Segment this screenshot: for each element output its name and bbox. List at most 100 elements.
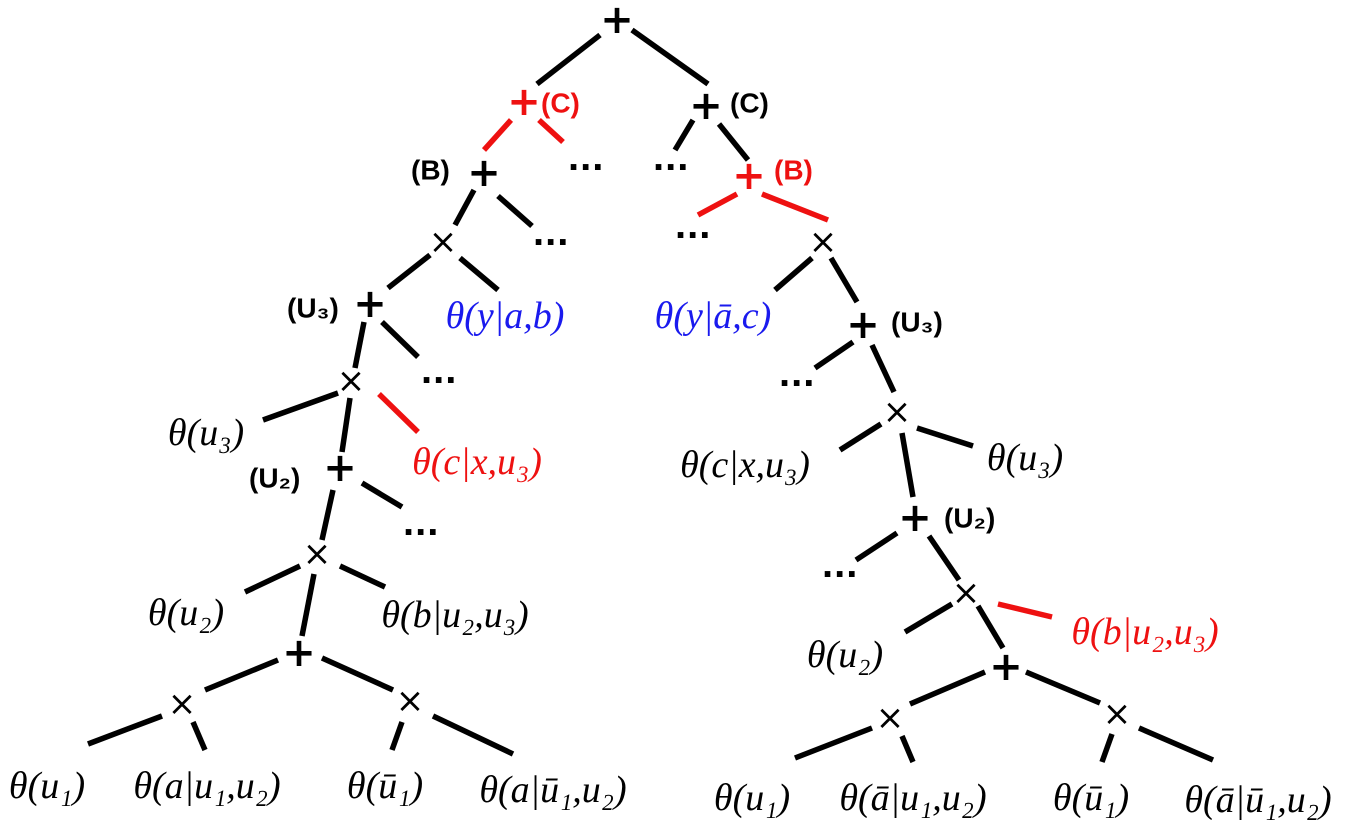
times-node: × (809, 222, 838, 262)
label-theta-a-given-u1-u2: θ(a|u₁,u₂) (133, 765, 280, 807)
edge (87, 713, 163, 747)
ellipsis: ... (822, 542, 858, 586)
circuit-edges (87, 27, 1215, 764)
label-theta-u3: θ(u₃) (168, 412, 244, 454)
label-theta-u1: θ(u₁) (9, 765, 85, 807)
tag-u2-left: (U₂) (249, 463, 300, 494)
plus-node-left-bottom: + (282, 630, 316, 676)
edge (338, 563, 387, 590)
edge-highlighted (537, 117, 565, 145)
edge (319, 489, 336, 541)
edge (496, 193, 534, 229)
ellipsis: ... (653, 135, 689, 179)
plus-node-left-b: + (467, 150, 501, 196)
tag-c-right: (C) (730, 88, 769, 119)
plus-node-right-bottom: + (989, 644, 1023, 690)
label-theta-c-given-x-u3: θ(c|x,u₃) (680, 444, 810, 486)
label-theta-u1bar: θ(ū₁) (347, 765, 423, 807)
edge (899, 432, 916, 498)
edge (903, 601, 954, 635)
edge (716, 122, 751, 162)
edge (1099, 733, 1115, 763)
edge (1137, 725, 1215, 763)
edge (452, 188, 477, 227)
edge (794, 725, 873, 761)
label-theta-abar-given-u1bar-u2: θ(ā|ū₁,u₂) (1184, 779, 1331, 821)
tag-c-left: (C) (541, 88, 580, 119)
times-node: × (883, 392, 912, 432)
edge (203, 657, 280, 693)
plus-node-right-u3: + (846, 302, 880, 348)
label-theta-u2: θ(u₂) (807, 634, 883, 676)
tag-b-left: (B) (411, 155, 450, 186)
edge (1024, 669, 1102, 706)
plus-node-right-b: + (732, 153, 766, 199)
ellipsis: ... (675, 203, 711, 247)
label-theta-a-given-u1bar-u2: θ(a|ū₁,u₂) (479, 769, 626, 811)
operator-nodes: + + + + + + + + + + + × × × × × × × × × … (168, 0, 1132, 738)
times-node: × (952, 573, 981, 613)
edge (926, 534, 962, 582)
edge (975, 604, 1006, 650)
edge (813, 339, 855, 371)
plus-node-right-u2: + (898, 495, 932, 541)
tag-u3-left: (U₃) (287, 293, 339, 324)
times-node: × (429, 222, 458, 262)
times-node: × (876, 698, 905, 738)
label-theta-abar-given-u1-u2: θ(ā|u₁,u₂) (839, 777, 986, 819)
tag-u2-right: (U₂) (944, 503, 995, 534)
plus-node-left-u2: + (323, 445, 357, 491)
edge-highlighted (377, 392, 420, 434)
label-theta-b-given-u2-u3: θ(b|u₂,u₃) (1071, 611, 1218, 653)
edge (773, 255, 814, 293)
label-theta-c-given-x-u3: θ(c|x,u₃) (412, 441, 542, 483)
times-node: × (168, 684, 197, 724)
edge (320, 655, 395, 693)
edge (899, 734, 916, 764)
tag-b-right: (B) (774, 155, 813, 186)
times-node: × (337, 361, 366, 401)
edge-highlighted (481, 118, 514, 152)
plus-node-root: + (600, 0, 634, 43)
label-theta-u3: θ(u₃) (987, 437, 1063, 479)
omitted-branches: ... ... ... ... ... ... ... ... (403, 135, 858, 586)
parameter-labels: θ(y|a,b) θ(y|ā,c) θ(u₃) θ(c|x,u₃) θ(c|x,… (9, 295, 1332, 821)
ellipsis: ... (779, 351, 815, 395)
edge (262, 390, 339, 423)
tag-u3-right: (U₃) (891, 307, 943, 338)
edge (360, 480, 404, 510)
plus-node-left-u3: + (353, 281, 387, 327)
label-theta-b-given-u2-u3: θ(b|u₂,u₃) (381, 594, 528, 636)
edge (389, 721, 405, 751)
times-node: × (303, 534, 332, 574)
edge (380, 320, 420, 359)
ellipsis: ... (533, 210, 569, 254)
ellipsis: ... (421, 348, 457, 392)
times-node: × (1103, 694, 1132, 734)
label-theta-y-given-a-b: θ(y|a,b) (446, 295, 565, 337)
label-theta-u2: θ(u₂) (148, 592, 224, 634)
label-theta-u1bar: θ(ū₁) (1053, 777, 1129, 819)
edge (458, 255, 500, 293)
edge (908, 669, 987, 707)
edge (916, 425, 974, 449)
label-theta-y-given-abar-c: θ(y|ā,c) (655, 295, 772, 337)
edge (854, 530, 899, 563)
edge (672, 118, 696, 152)
plus-node-left-c: + (507, 79, 541, 125)
edge (190, 720, 208, 752)
plus-node-right-c: + (689, 83, 723, 129)
times-node: × (396, 681, 425, 721)
label-theta-u1: θ(u₁) (714, 777, 790, 819)
edge (630, 27, 710, 87)
edge (869, 343, 897, 394)
edge (838, 421, 883, 453)
edge (386, 252, 432, 291)
edge (243, 563, 302, 595)
ellipsis: ... (568, 135, 604, 179)
edge (299, 573, 317, 637)
edge (339, 397, 353, 453)
edge (828, 256, 860, 304)
edge (352, 321, 367, 369)
